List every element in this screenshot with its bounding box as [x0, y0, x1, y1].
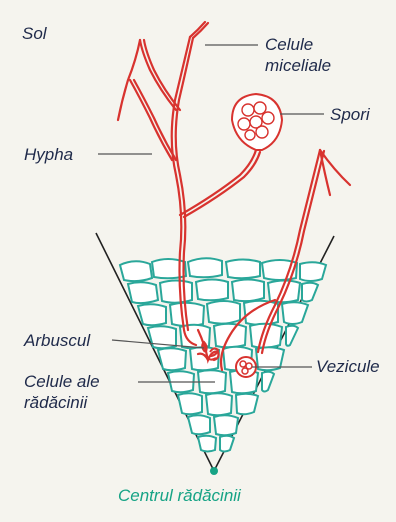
label-spores: Spori — [330, 104, 370, 125]
label-root-cells: Celule ale rădăcinii — [24, 371, 100, 413]
label-soil: Sol — [22, 23, 47, 44]
root-center-dot — [210, 467, 218, 475]
root-cells — [120, 258, 326, 451]
label-root-center: Centrul rădăcinii — [118, 485, 241, 506]
label-arbuscule: Arbuscul — [24, 330, 90, 351]
label-vesicles: Vezicule — [316, 356, 380, 377]
spore-sac — [232, 94, 282, 150]
label-mycelial-cells: Celule miceliale — [265, 34, 331, 76]
label-hypha: Hypha — [24, 144, 73, 165]
